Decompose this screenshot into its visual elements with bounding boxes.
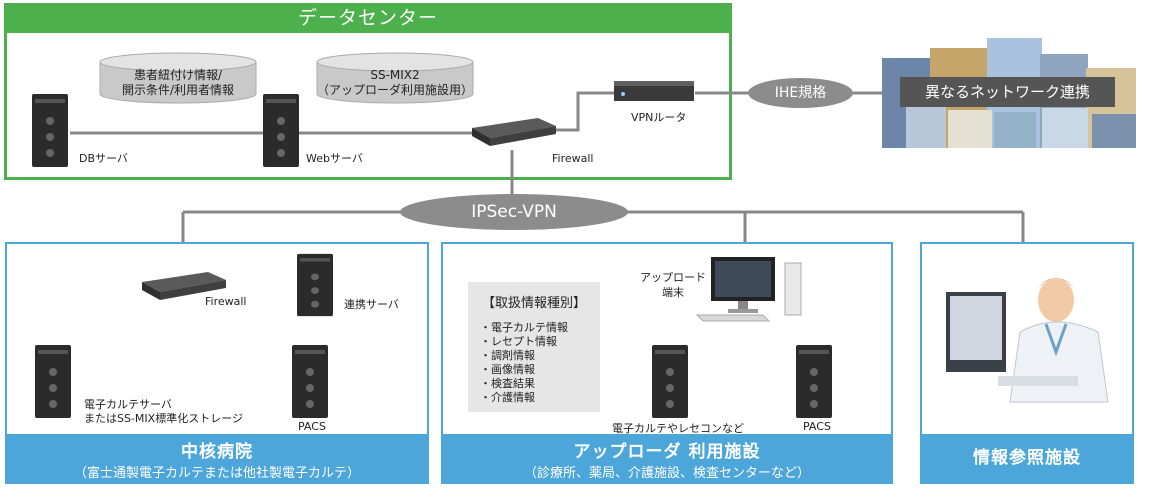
link-server-label: 連携サーバ — [344, 298, 399, 311]
info-type-item: ・検査結果 — [480, 377, 535, 390]
uploader-emr-label: 電子カルテやレセコンなど — [612, 422, 744, 435]
uploader-footer: アップローダ 利用施設 （診療所、薬局、介護施設、検査センターなど） — [443, 434, 891, 482]
doctor-icon — [946, 278, 1109, 403]
emr-server-label-line2: またはSS-MIX標準化ストレージ — [84, 412, 243, 425]
emr-server-label: 電子カルテサーバ またはSS-MIX標準化ストレージ — [84, 398, 243, 426]
reference-facility-footer: 情報参照施設 — [922, 434, 1132, 482]
web-server-label: Webサーバ — [306, 152, 363, 165]
network-link-banner: 異なるネットワーク連携 — [900, 77, 1115, 107]
emr-server-label-line1: 電子カルテサーバ — [84, 398, 172, 411]
uploader-pacs-label: PACS — [803, 420, 831, 433]
ihe-standard-badge: IHE規格 — [748, 78, 853, 108]
patient-db-label: 患者紐付け情報/ 開示条件/利用者情報 — [98, 68, 258, 98]
info-type-item: ・レセプト情報 — [480, 335, 557, 348]
info-type-item: ・調剤情報 — [480, 349, 535, 362]
ssmix-db-label-line2: （アップローダ利用施設用） — [316, 83, 473, 97]
info-type-item: ・電子カルテ情報 — [480, 321, 568, 334]
vpn-router-label: VPNルータ — [631, 111, 687, 124]
firewall-icon — [472, 118, 556, 146]
info-types-list: ・電子カルテ情報 ・レセプト情報 ・調剤情報 ・画像情報 ・検査結果 ・介護情報 — [480, 321, 600, 405]
db-server-icon — [32, 94, 68, 167]
upload-terminal-label-line1: アップロード — [640, 271, 706, 284]
upload-terminal-label-line2: 端末 — [662, 286, 684, 299]
upload-terminal-icon — [695, 257, 802, 322]
link-server-icon — [297, 253, 333, 317]
ssmix-db-icon — [316, 52, 474, 104]
info-type-item: ・介護情報 — [480, 391, 535, 404]
vpn-router-icon — [614, 81, 694, 101]
uploader-emr-server-icon — [652, 345, 688, 418]
core-hospital-subtitle: （富士通製電子カルテまたは他社製電子カルテ） — [73, 466, 360, 481]
core-hospital-title: 中核病院 — [181, 442, 253, 462]
uploader-title: アップローダ 利用施設 — [573, 442, 761, 462]
hospital-pacs-icon — [292, 345, 328, 418]
hospital-firewall-label: Firewall — [205, 295, 247, 308]
db-server-label: DBサーバ — [79, 152, 128, 165]
reference-facility-title: 情報参照施設 — [973, 448, 1081, 468]
buildings-icon — [882, 38, 1136, 148]
info-type-item: ・画像情報 — [480, 363, 535, 376]
hospital-pacs-label: PACS — [298, 420, 326, 433]
info-types-title: 【取扱情報種別】 — [481, 296, 586, 311]
firewall-label: Firewall — [552, 152, 594, 165]
patient-db-icon — [99, 52, 257, 104]
core-hospital-footer: 中核病院 （富士通製電子カルテまたは他社製電子カルテ） — [7, 434, 427, 482]
data-center-title: データセンター — [4, 3, 732, 33]
ssmix-db-label-line1: SS-MIX2 — [370, 68, 420, 82]
uploader-subtitle: （診療所、薬局、介護施設、検査センターなど） — [523, 466, 810, 481]
ssmix-db-label: SS-MIX2 （アップローダ利用施設用） — [315, 68, 475, 98]
web-server-icon — [263, 94, 299, 167]
uploader-pacs-icon — [796, 345, 832, 418]
info-types-box: 【取扱情報種別】 ・電子カルテ情報 ・レセプト情報 ・調剤情報 ・画像情報 ・検… — [468, 282, 600, 412]
ipsec-vpn-badge: IPSec-VPN — [400, 194, 628, 230]
upload-terminal-label: アップロード 端末 — [640, 270, 706, 300]
patient-db-label-line1: 患者紐付け情報/ — [133, 68, 223, 82]
patient-db-label-line2: 開示条件/利用者情報 — [121, 83, 235, 97]
hospital-firewall-icon — [142, 272, 226, 300]
emr-server-icon — [35, 345, 71, 418]
